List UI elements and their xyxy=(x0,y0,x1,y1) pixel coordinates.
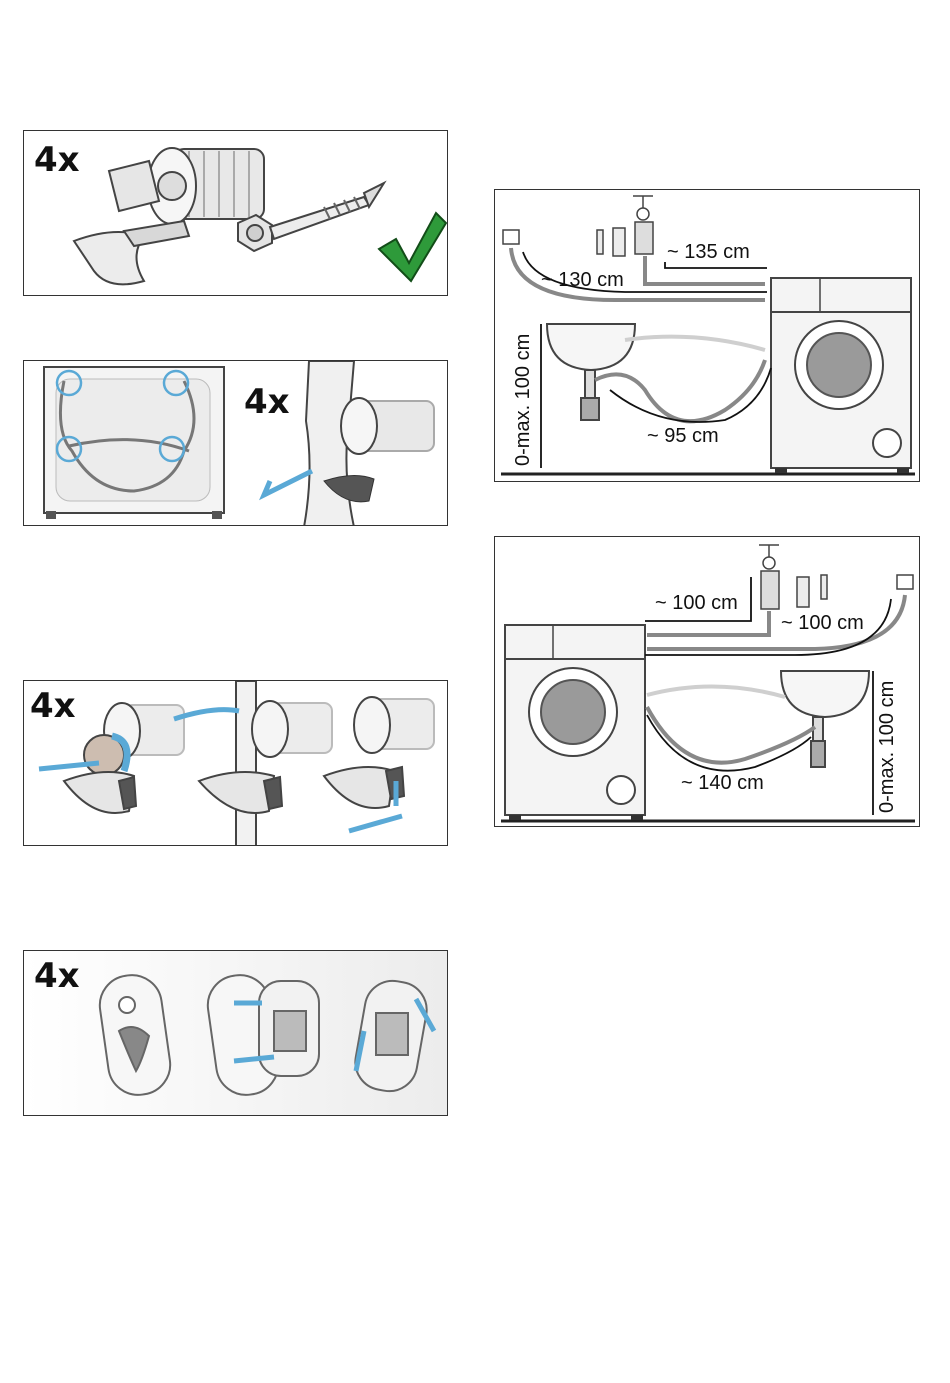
sink-illustration xyxy=(781,671,869,767)
dimension-label-drain: ~ 140 cm xyxy=(681,772,764,794)
cover-caps-illustration xyxy=(24,951,448,1116)
dimension-label-hose-a: ~ 130 cm xyxy=(541,269,624,291)
installation-diagram-machine-left: ~ 100 cm ~ 100 cm ~ 140 cm 0-max. 100 cm xyxy=(494,536,920,827)
panel-remove-spacers: 4x xyxy=(23,680,448,846)
step-2-illustration xyxy=(174,681,332,846)
step-1-illustration xyxy=(39,703,184,813)
water-valve-illustration xyxy=(759,545,827,609)
water-tap-icon xyxy=(503,230,519,244)
hose-length-diagram-left: ~ 100 cm ~ 100 cm ~ 140 cm 0-max. 100 cm xyxy=(495,537,920,827)
dimension-label-hose-b: ~ 100 cm xyxy=(781,612,864,634)
dimension-label-height: 0-max. 100 cm xyxy=(876,681,898,813)
dimension-label-drain: ~ 95 cm xyxy=(647,425,719,447)
hose-length-diagram-right: ~ 130 cm ~ 135 cm ~ 95 cm 0-max. 100 cm xyxy=(495,190,920,482)
transport-bolt-illustration xyxy=(24,131,448,296)
installation-diagram-machine-right: ~ 130 cm ~ 135 cm ~ 95 cm 0-max. 100 cm xyxy=(494,189,920,482)
machine-rear-illustration xyxy=(24,361,448,526)
spacer-illustration xyxy=(74,148,264,284)
washing-machine-illustration xyxy=(771,278,911,473)
dimension-label-height: 0-max. 100 cm xyxy=(512,334,534,466)
check-icon xyxy=(379,213,446,281)
panel-bolt-locations: 4x xyxy=(23,360,448,526)
panel-cover-caps: 4x xyxy=(23,950,448,1116)
washing-machine-illustration xyxy=(505,625,645,820)
water-valve-illustration xyxy=(597,196,653,256)
water-tap-icon xyxy=(897,575,913,589)
removal-steps-illustration xyxy=(24,681,448,846)
panel-transport-parts: 4x xyxy=(23,130,448,296)
dimension-label-hose-a: ~ 100 cm xyxy=(655,592,738,614)
sink-illustration xyxy=(547,324,635,420)
dimension-label-hose-b: ~ 135 cm xyxy=(667,241,750,263)
step-3-illustration xyxy=(324,697,434,831)
